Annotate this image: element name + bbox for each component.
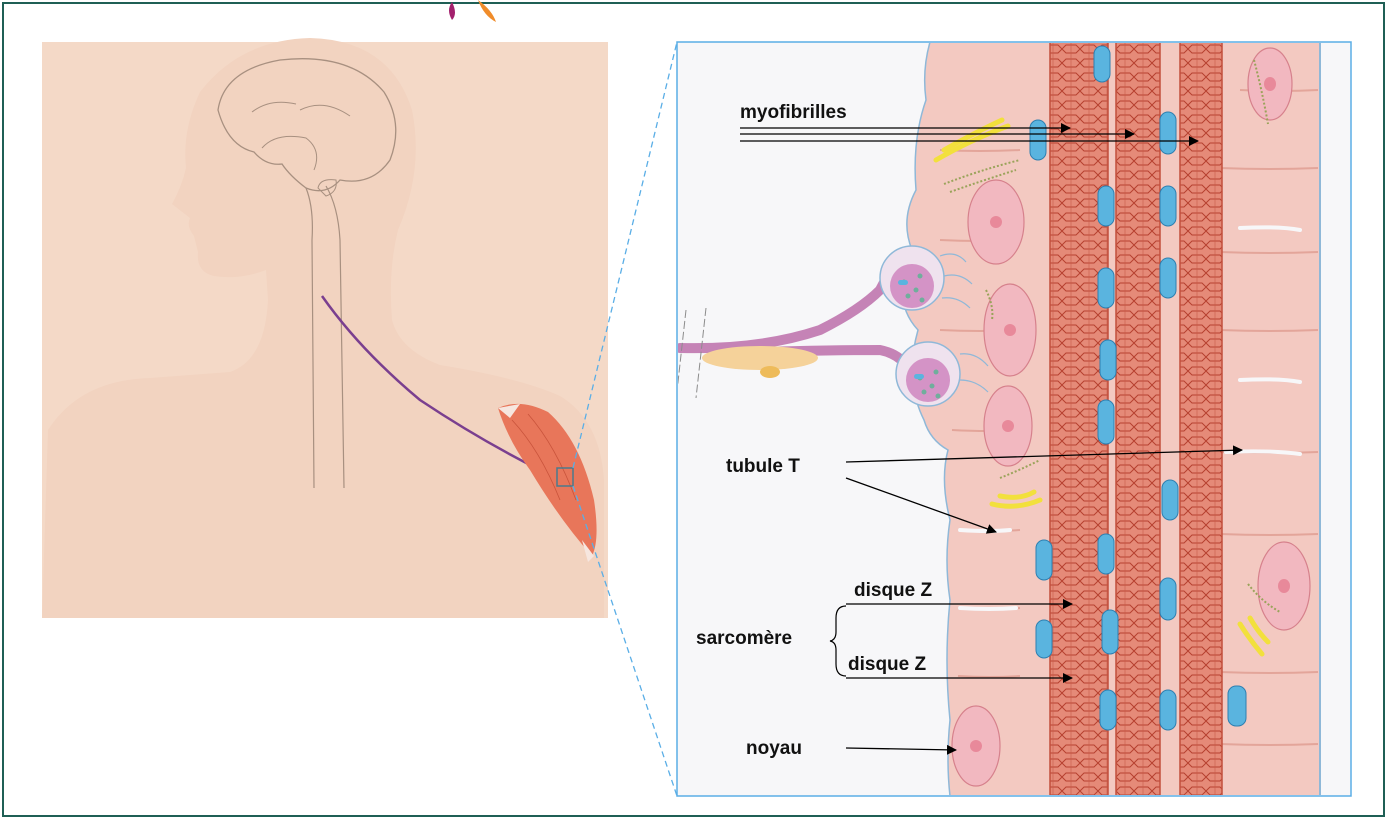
label-myofibrilles: myofibrilles: [740, 102, 847, 124]
label-disque-z-bottom: disque Z: [848, 654, 926, 676]
label-tubule-t: tubule T: [726, 456, 800, 478]
label-sarcomere: sarcomère: [696, 628, 792, 650]
detail-panel: [676, 42, 1351, 796]
myofibril-3: [1180, 42, 1222, 796]
logo-fragment: [449, 0, 496, 22]
label-noyau: noyau: [746, 738, 802, 760]
label-disque-z-top: disque Z: [854, 580, 932, 602]
myofibril-2: [1116, 42, 1160, 796]
